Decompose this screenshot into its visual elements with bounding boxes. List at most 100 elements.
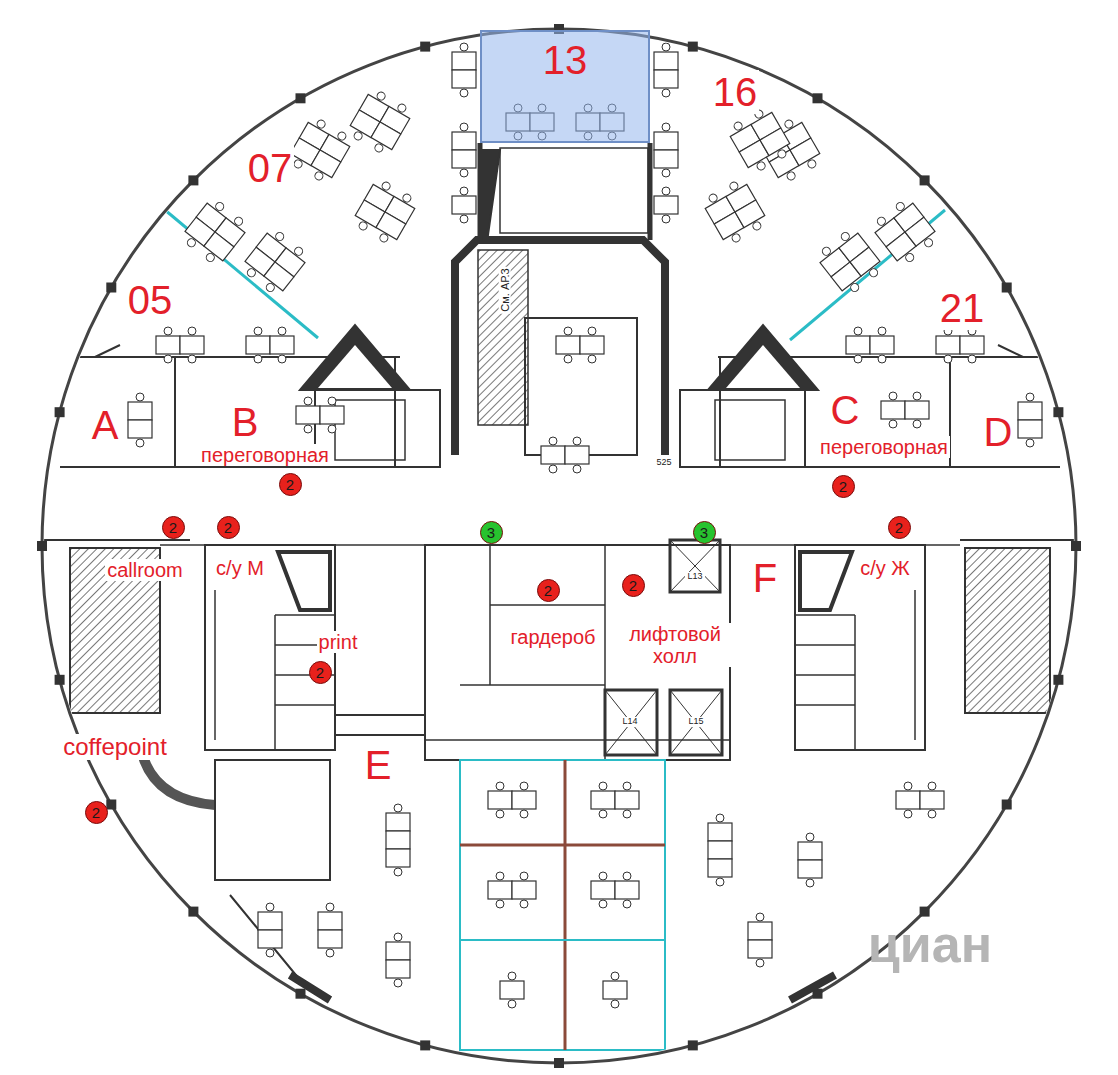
- wall-pillar: [920, 907, 930, 917]
- desk-group: [258, 903, 282, 957]
- chair: [913, 392, 921, 400]
- chair: [460, 89, 468, 97]
- chair: [895, 201, 906, 212]
- zone-label: 05: [126, 278, 175, 322]
- desk: [748, 922, 772, 940]
- room-label: переговорная: [199, 444, 331, 466]
- desk: [936, 336, 960, 354]
- chair: [662, 187, 670, 195]
- desk: [270, 336, 294, 354]
- room-label: переговорная: [818, 436, 950, 458]
- chair: [840, 231, 851, 242]
- desk-group: [296, 397, 344, 433]
- room-label: L14: [620, 717, 639, 727]
- chair: [786, 170, 797, 181]
- chair: [460, 43, 468, 51]
- chair: [246, 267, 257, 278]
- chair: [806, 879, 814, 887]
- wall-pillar: [106, 800, 116, 810]
- desk: [1018, 402, 1042, 420]
- chair: [396, 103, 407, 114]
- chair: [923, 237, 934, 248]
- desk: [708, 841, 732, 859]
- wall-pillar: [37, 541, 47, 551]
- desk-group: [798, 833, 822, 887]
- desk-group: [156, 327, 204, 363]
- desk: [386, 813, 410, 831]
- callout-circle: 2: [622, 574, 645, 597]
- chair: [254, 327, 262, 335]
- wall-pillar: [688, 42, 698, 52]
- chair: [274, 231, 285, 242]
- chair: [868, 267, 879, 278]
- desk-group: [541, 437, 589, 473]
- desk-group: [452, 123, 476, 177]
- chair: [623, 900, 631, 908]
- chair: [304, 397, 312, 405]
- chair: [549, 437, 557, 445]
- chair: [549, 465, 557, 473]
- chair: [304, 425, 312, 433]
- room-label: coffepoint: [61, 734, 169, 760]
- chair: [944, 355, 952, 363]
- chair: [136, 439, 144, 447]
- pillars: [37, 24, 1081, 1068]
- desk: [180, 336, 204, 354]
- callout-circle: 2: [85, 801, 108, 824]
- chair: [266, 949, 274, 957]
- chair: [266, 903, 274, 911]
- chair: [599, 810, 607, 818]
- desk: [258, 912, 282, 930]
- chair: [520, 782, 528, 790]
- desk-group: [179, 196, 250, 268]
- callout-number: 3: [487, 524, 495, 541]
- chair: [662, 123, 670, 131]
- desk: [798, 842, 822, 860]
- desk-group: [488, 782, 536, 818]
- chair: [496, 900, 504, 908]
- desk: [654, 196, 678, 214]
- chair: [381, 181, 392, 192]
- callout-number: 2: [224, 519, 232, 536]
- wall-pillar: [188, 175, 198, 185]
- desk-group: [654, 187, 678, 223]
- chair: [904, 252, 915, 263]
- room-label: 525: [654, 458, 673, 468]
- desk: [452, 196, 476, 214]
- zone-label: F: [751, 556, 779, 600]
- zone-label: циан: [866, 916, 994, 973]
- wall-pillar: [1071, 541, 1081, 551]
- desk: [386, 942, 410, 960]
- desk: [452, 150, 476, 168]
- desk-group: [654, 43, 678, 97]
- chair: [326, 903, 334, 911]
- desk-group: [286, 115, 355, 186]
- zone-label: A: [90, 403, 121, 447]
- callout-number: 2: [316, 664, 324, 681]
- chair: [188, 327, 196, 335]
- chair: [336, 131, 347, 142]
- desk: [296, 406, 320, 424]
- chair: [573, 437, 581, 445]
- desk-group: [556, 327, 604, 363]
- desk: [541, 446, 565, 464]
- zone-label: C: [829, 388, 862, 432]
- wall-pillar: [1002, 283, 1012, 293]
- wall-pillar: [1053, 407, 1063, 417]
- callout-circle: 2: [537, 579, 560, 602]
- chair: [460, 215, 468, 223]
- desk: [896, 791, 920, 809]
- chair: [662, 215, 670, 223]
- desk: [615, 791, 639, 809]
- callout-circle: 3: [480, 521, 503, 544]
- chair: [904, 782, 912, 790]
- room-label: лифтовой холл: [613, 623, 737, 667]
- desk: [580, 336, 604, 354]
- chair: [328, 397, 336, 405]
- desk: [386, 849, 410, 867]
- chair: [913, 420, 921, 428]
- desk-group: [318, 903, 342, 957]
- desk-group: [896, 782, 944, 818]
- chair: [889, 420, 897, 428]
